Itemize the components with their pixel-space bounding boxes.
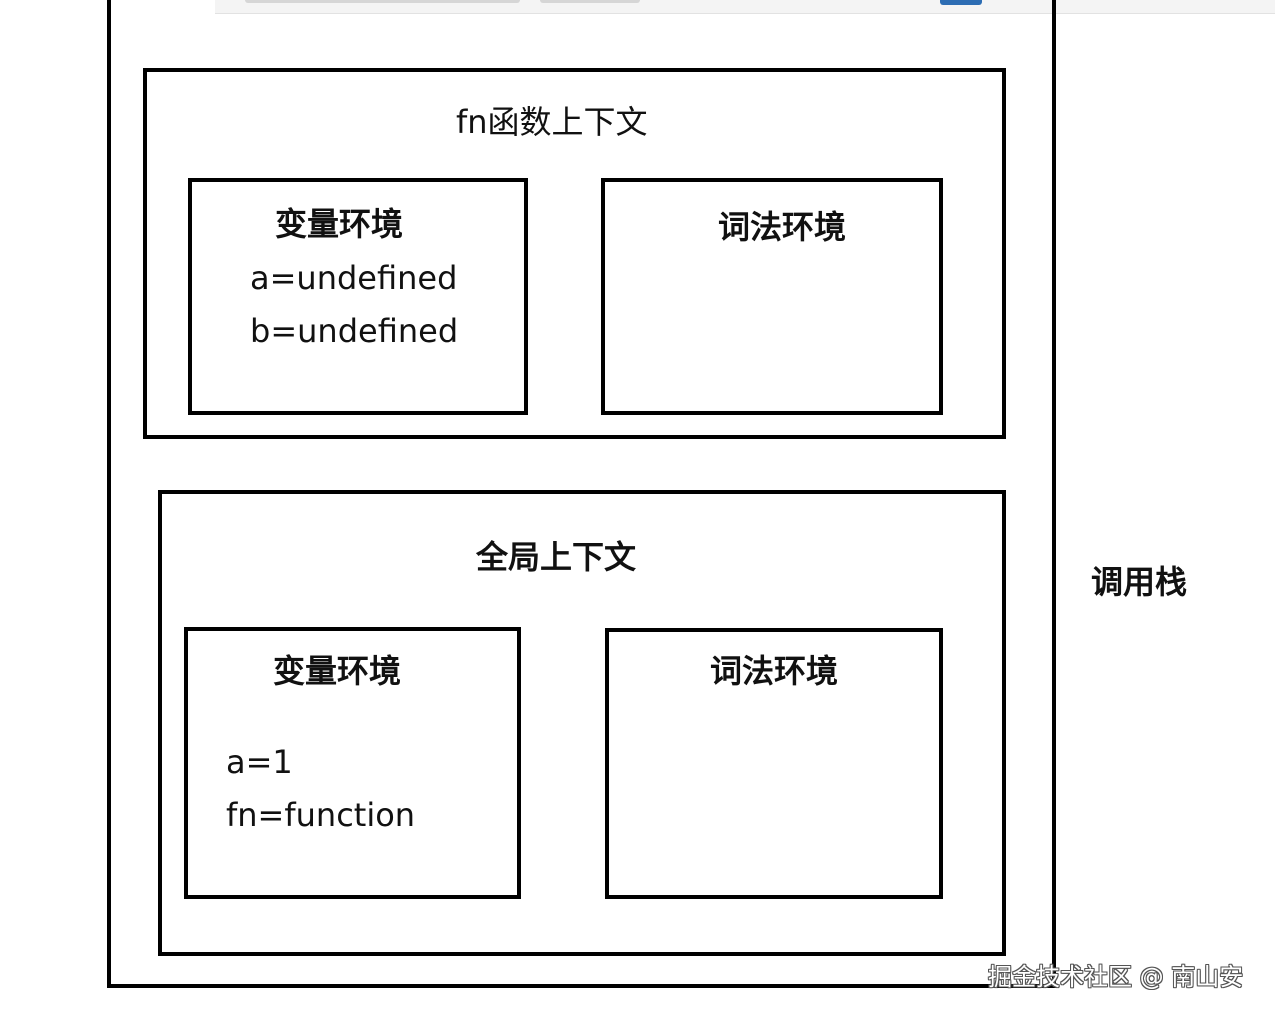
fn-context-title: fn函数上下文: [456, 103, 648, 141]
global-context-box: [158, 490, 1006, 956]
browser-toolbar-strip: [215, 0, 1275, 14]
call-stack-box: [107, 0, 1056, 988]
fn-context-box: [143, 68, 1006, 439]
toolbar-tab[interactable]: [540, 0, 640, 3]
toolbar-tab[interactable]: [245, 0, 520, 3]
global-variable-entry: fn=function: [226, 796, 416, 834]
global-variable-environment-box: [184, 627, 521, 899]
toolbar-button[interactable]: [940, 0, 982, 5]
global-context-title: 全局上下文: [476, 538, 637, 576]
fn-variable-environment-title: 变量环境: [275, 205, 404, 243]
call-stack-label: 调用栈: [1091, 563, 1188, 601]
watermark: 掘金技术社区 @ 南山安: [988, 963, 1244, 991]
fn-lexical-environment-box: [601, 178, 943, 415]
global-lexical-environment-box: [605, 628, 943, 899]
fn-lexical-environment-title: 词法环境: [718, 208, 847, 246]
fn-variable-entry: b=undefined: [250, 312, 459, 350]
global-lexical-environment-title: 词法环境: [710, 652, 839, 690]
fn-variable-environment-box: [188, 178, 528, 415]
fn-variable-entry: a=undefined: [250, 259, 458, 297]
global-variable-environment-title: 变量环境: [273, 652, 402, 690]
global-variable-entry: a=1: [226, 743, 293, 781]
